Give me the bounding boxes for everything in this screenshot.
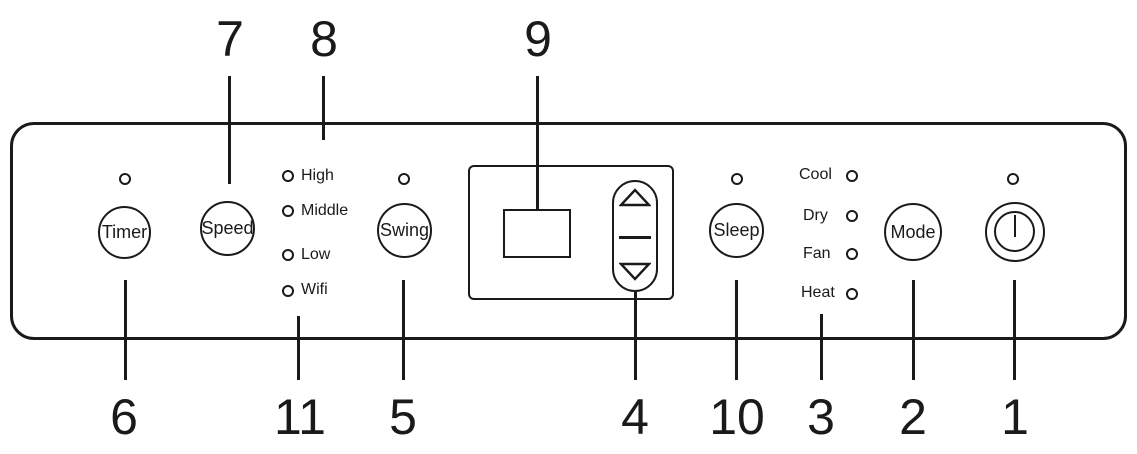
- low-indicator-label: Low: [301, 246, 331, 263]
- callout-number-9: 9: [524, 11, 552, 67]
- display-housing: [468, 165, 674, 300]
- callout-number-2: 2: [899, 389, 927, 445]
- sleep-button[interactable]: Sleep: [709, 203, 764, 258]
- callout-number-11: 11: [274, 389, 326, 445]
- callout-line-8: [322, 76, 325, 140]
- power-icon: [1014, 215, 1017, 237]
- callout-line-3: [820, 314, 823, 380]
- middle-indicator-label: Middle: [301, 202, 349, 219]
- callout-line-7: [228, 76, 231, 184]
- dry-indicator-label: Dry: [803, 207, 828, 224]
- low-indicator-led: [282, 249, 294, 261]
- timer-button[interactable]: Timer: [98, 206, 151, 259]
- callout-number-3: 3: [807, 389, 835, 445]
- high-indicator-label: High: [301, 167, 334, 184]
- callout-line-10: [735, 280, 738, 380]
- high-indicator-led: [282, 170, 294, 182]
- speed-button-label: Speed: [201, 218, 254, 238]
- cool-indicator-led: [846, 170, 858, 182]
- middle-indicator-led: [282, 205, 294, 217]
- callout-number-7: 7: [216, 11, 244, 67]
- callout-line-5: [402, 280, 405, 380]
- callout-number-8: 8: [310, 11, 338, 67]
- callout-number-5: 5: [389, 389, 417, 445]
- callout-number-1: 1: [1001, 389, 1029, 445]
- callout-line-6: [124, 280, 127, 380]
- power-button[interactable]: [985, 202, 1045, 262]
- power-button-inner-ring: [994, 211, 1035, 252]
- sleep-button-label: Sleep: [713, 220, 760, 240]
- control-panel-outline: [10, 122, 1127, 340]
- callout-number-10: 10: [709, 389, 765, 445]
- digital-display-screen: [503, 209, 571, 258]
- fan-indicator-label: Fan: [803, 245, 831, 262]
- wifi-indicator-led: [282, 285, 294, 297]
- swing-button[interactable]: Swing: [377, 203, 432, 258]
- callout-line-2: [912, 280, 915, 380]
- callout-line-11: [297, 316, 300, 380]
- heat-indicator-label: Heat: [801, 284, 835, 301]
- callout-line-1: [1013, 280, 1016, 380]
- timer-indicator-led: [119, 173, 131, 185]
- rocker-divider: [619, 236, 651, 239]
- mode-button[interactable]: Mode: [884, 203, 942, 261]
- swing-button-label: Swing: [379, 220, 430, 240]
- mode-button-label: Mode: [890, 221, 936, 242]
- callout-number-4: 4: [621, 389, 649, 445]
- dry-indicator-led: [846, 210, 858, 222]
- swing-indicator-led: [398, 173, 410, 185]
- wifi-indicator-label: Wifi: [301, 281, 328, 298]
- callout-line-9: [536, 76, 539, 211]
- speed-button[interactable]: Speed: [200, 201, 255, 256]
- timer-button-label: Timer: [101, 222, 148, 242]
- up-down-rocker: [612, 180, 658, 292]
- triangle-up-icon[interactable]: [618, 187, 652, 207]
- cool-indicator-label: Cool: [799, 166, 832, 183]
- callout-line-4: [634, 292, 637, 380]
- fan-indicator-led: [846, 248, 858, 260]
- heat-indicator-led: [846, 288, 858, 300]
- sleep-indicator-led: [731, 173, 743, 185]
- callout-number-6: 6: [110, 389, 138, 445]
- power-indicator-led: [1007, 173, 1019, 185]
- triangle-down-icon[interactable]: [618, 262, 652, 282]
